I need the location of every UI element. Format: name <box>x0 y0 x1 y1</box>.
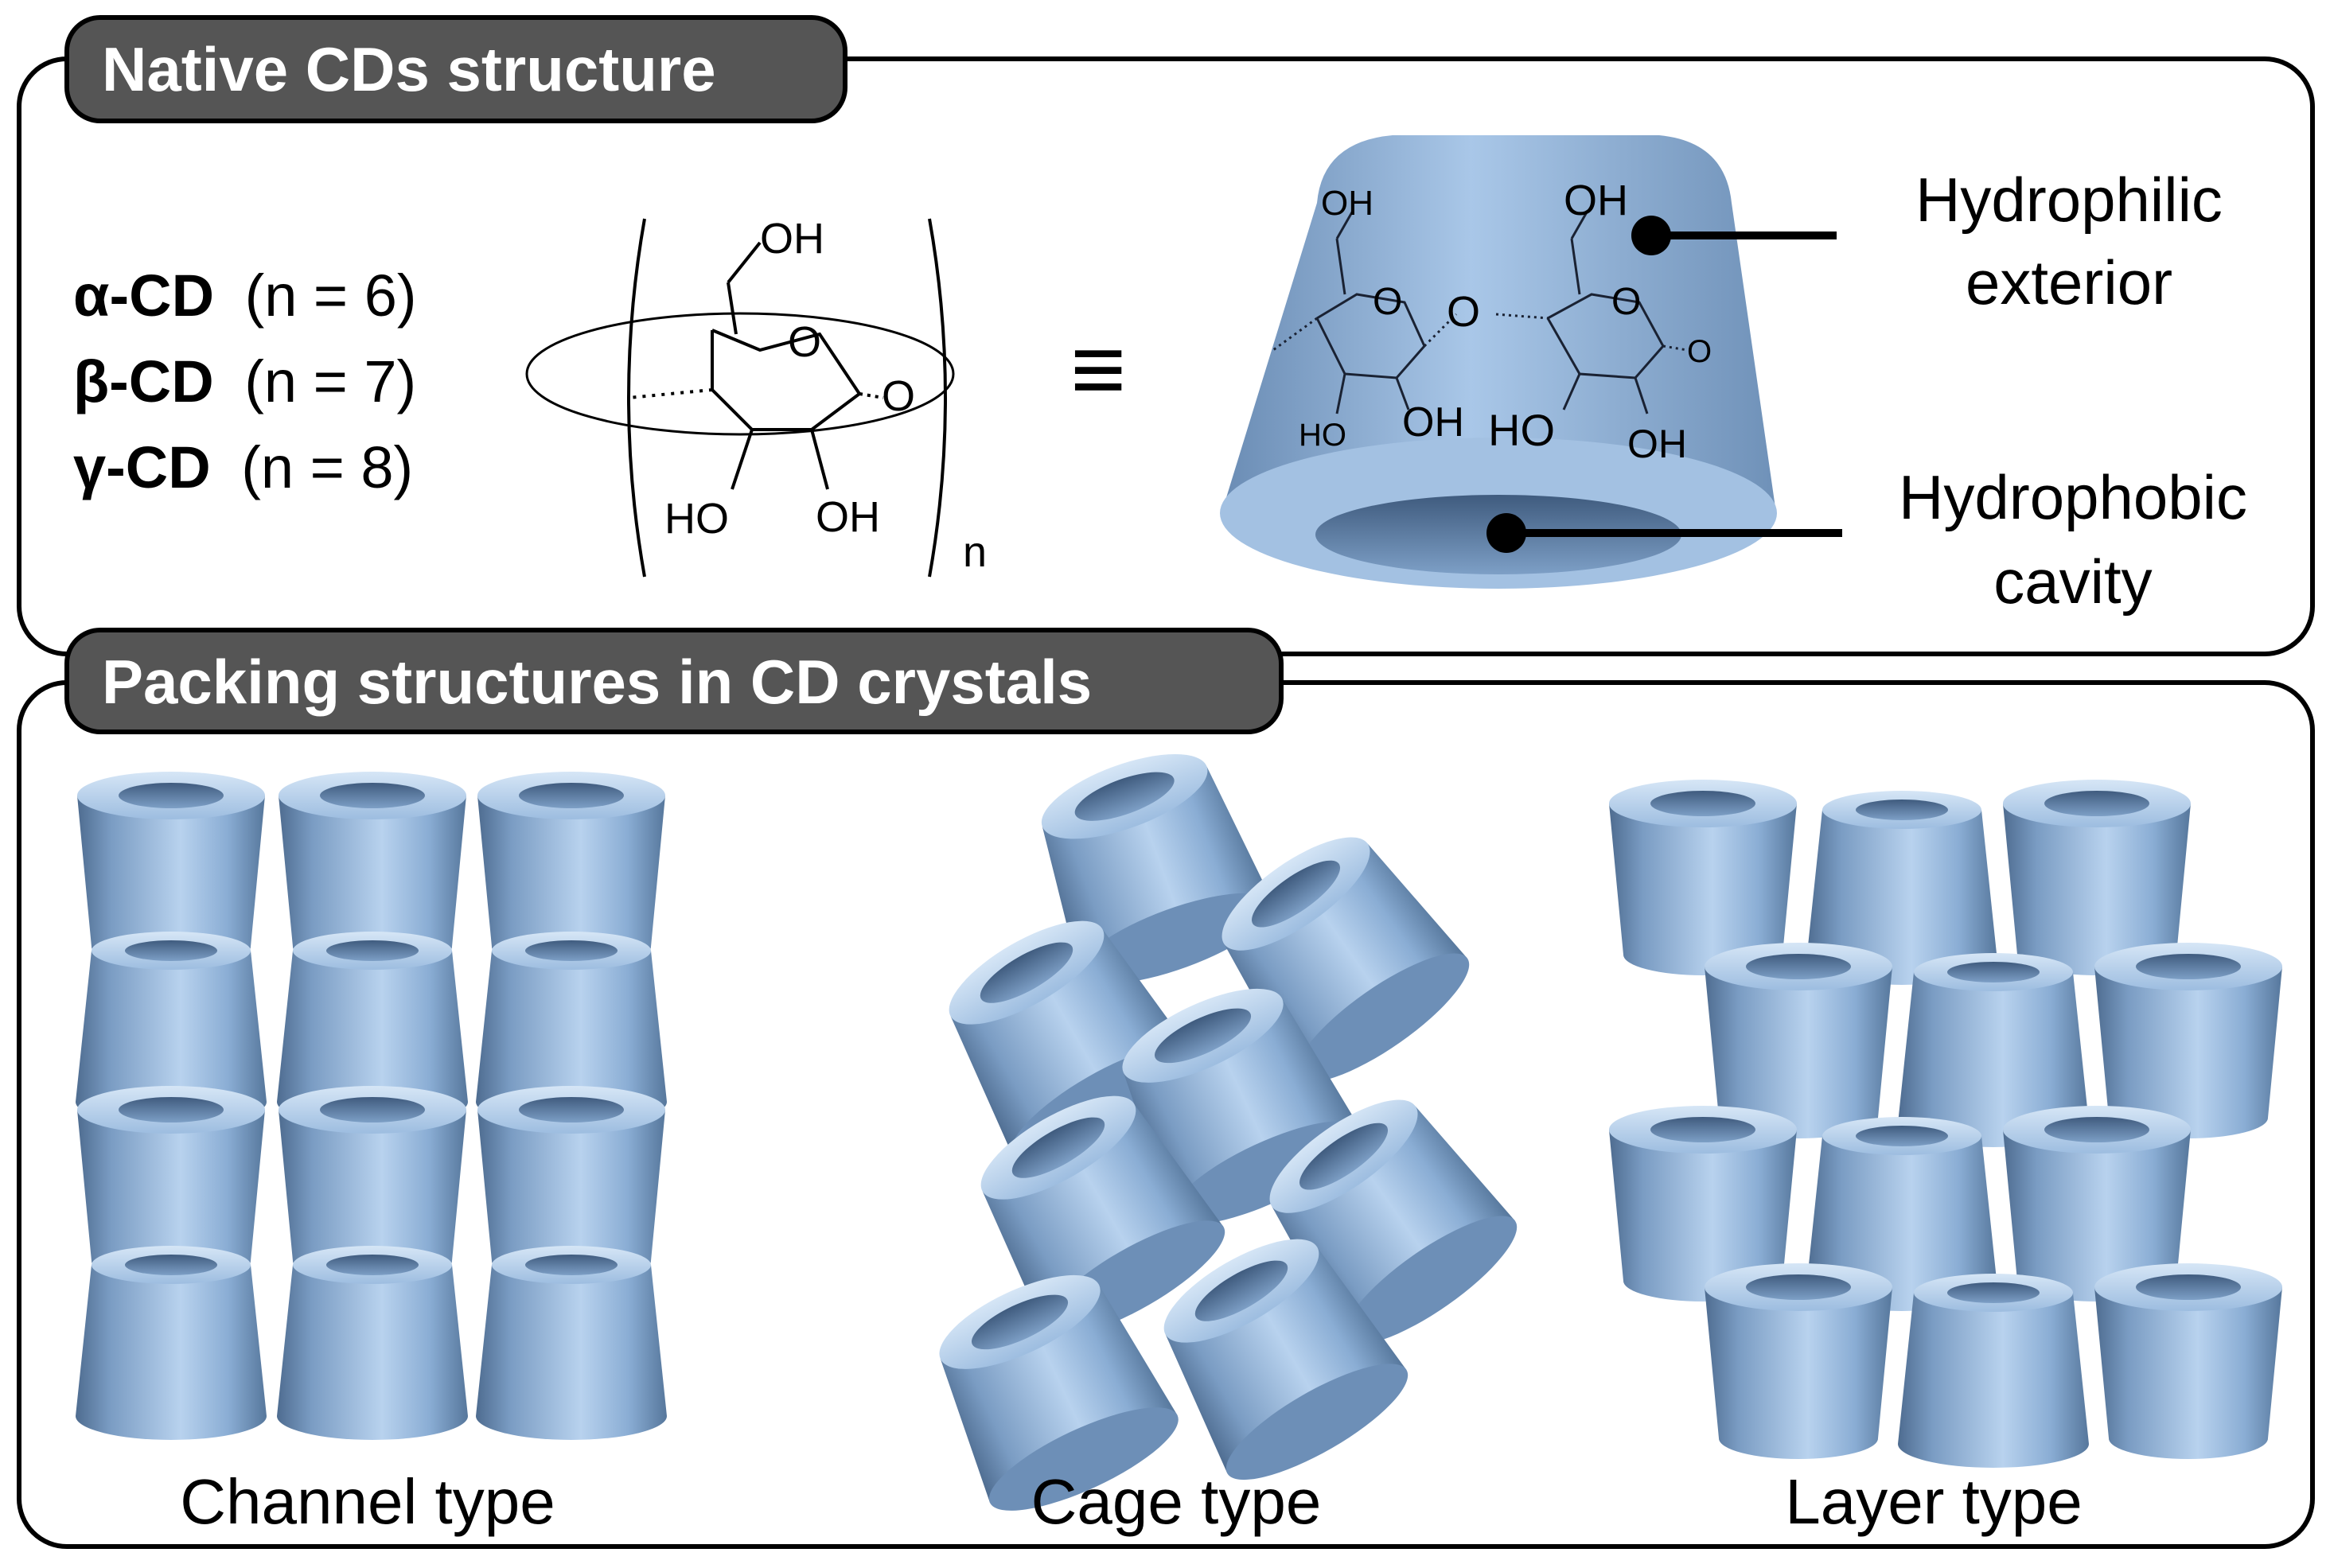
cone-o-link: O <box>1447 288 1480 336</box>
cd-type-gamma: γ-CD (n = 8) <box>73 434 413 500</box>
gamma-cd-n: (n = 8) <box>241 434 413 500</box>
beta-cd-n: (n = 7) <box>244 348 416 414</box>
packing-header <box>64 628 1284 734</box>
cage-type-diagram <box>912 731 1533 1531</box>
link-o-label: O <box>882 372 915 420</box>
ho-bottom-label: HO <box>664 495 729 543</box>
layer-cd <box>1898 1274 2089 1468</box>
cd-cone-model: OH O O OH O O HO OH HO OH <box>1220 135 1777 589</box>
equivalence-symbol: ≡ <box>1070 316 1126 422</box>
layer-type-label: Layer type <box>1785 1466 2083 1537</box>
channel-cd <box>76 1246 267 1440</box>
native-cds-title: Native CDs structure <box>102 34 716 104</box>
annotation-labels: Hydrophilic exterior Hydrophobic cavity <box>1899 165 2247 617</box>
channel-cd <box>476 1246 667 1440</box>
annotation-pointers <box>1486 216 1842 553</box>
packing-panel: Packing structures in CD crystals <box>17 628 2315 1549</box>
cage-type-label: Cage type <box>1031 1466 1322 1537</box>
alpha-cd-n: (n = 6) <box>245 263 417 329</box>
cd-type-list: α-CD (n = 6) β-CD (n = 7) γ-CD (n = 8) <box>73 263 417 500</box>
cone-ho-2: HO <box>1488 405 1555 455</box>
cone-o-ring-2: O <box>1611 281 1641 323</box>
oh-bottom-label: OH <box>816 493 880 541</box>
hydrophobic-label-2: cavity <box>1993 547 2152 617</box>
cone-ho-1: HO <box>1299 418 1346 453</box>
cone-oh-1: OH <box>1321 184 1373 223</box>
beta-cd-name: β-CD <box>73 348 214 414</box>
layer-cd <box>1705 1263 1892 1459</box>
cone-o-ring-1: O <box>1373 281 1402 323</box>
alpha-cd-name: α-CD <box>73 263 214 329</box>
gamma-cd-name: γ-CD <box>73 434 211 500</box>
oh-top-label: OH <box>760 215 824 263</box>
channel-cd <box>277 1246 468 1440</box>
hydrophilic-label-1: Hydrophilic <box>1915 165 2223 235</box>
layer-cd <box>2094 1263 2282 1459</box>
cone-oh-4: OH <box>1627 422 1687 466</box>
packing-title: Packing structures in CD crystals <box>102 647 1092 717</box>
channel-type-diagram <box>76 772 667 1440</box>
ring-o-label: O <box>788 318 821 366</box>
native-cds-header <box>64 15 847 123</box>
layer-type-diagram <box>1609 780 2282 1468</box>
glucose-labels: OH O O HO OH n <box>664 215 987 576</box>
cd-type-alpha: α-CD (n = 6) <box>73 263 417 329</box>
native-cds-panel: Native CDs structure <box>17 15 2315 656</box>
packing-captions: Channel type Cage type Layer type <box>180 1466 2083 1537</box>
glucose-structure <box>525 218 955 578</box>
cd-type-beta: β-CD (n = 7) <box>73 348 416 414</box>
hydrophobic-label-1: Hydrophobic <box>1899 462 2247 532</box>
cone-oh-3: OH <box>1402 399 1464 445</box>
hydrophilic-label-2: exterior <box>1966 247 2172 317</box>
cone-oh-2: OH <box>1564 177 1628 224</box>
n-subscript-label: n <box>963 528 987 576</box>
cone-o-link-2: O <box>1687 334 1712 369</box>
channel-type-label: Channel type <box>180 1466 555 1537</box>
